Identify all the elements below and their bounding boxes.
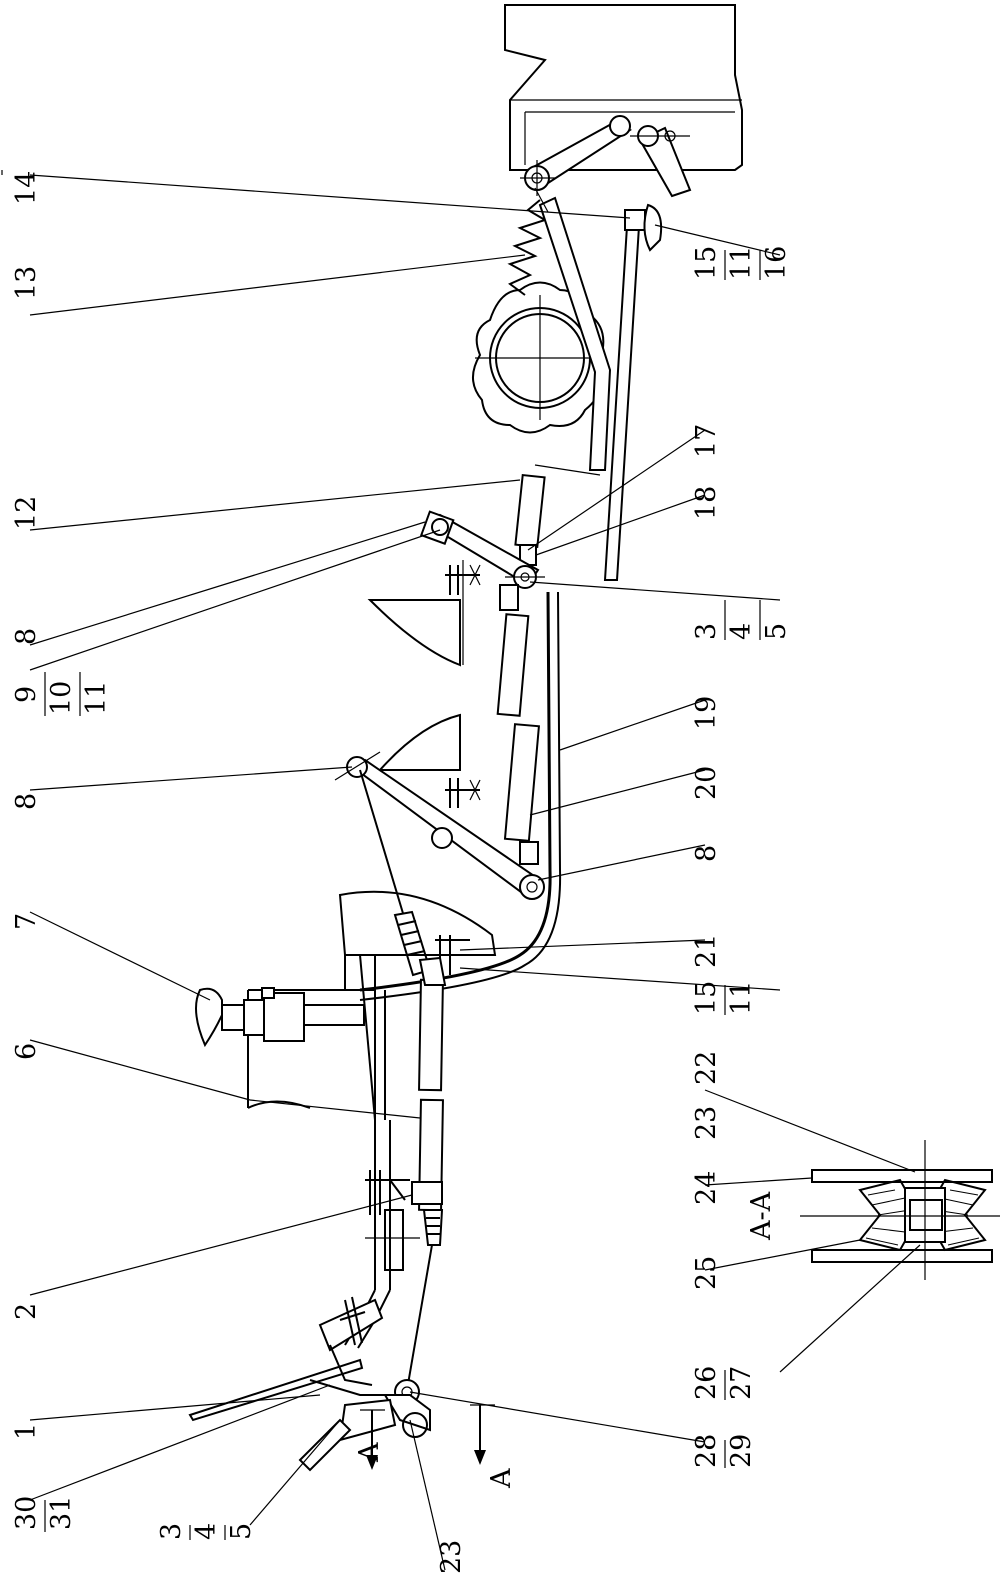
label-15-mid: 15 — [691, 981, 722, 1015]
label-14: 14 — [11, 171, 42, 205]
label-8-upper: 8 — [11, 628, 42, 645]
label-2: 2 — [11, 1303, 42, 1320]
section-arrow-label-1: A — [354, 1442, 385, 1463]
upper-bellcrank — [520, 115, 692, 198]
part-labels: 14 13 12 8 9 10 11 8 7 6 2 1 30 31 3 4 5… — [1, 170, 792, 1574]
label-12: 12 — [11, 496, 42, 530]
rear-rod — [603, 203, 663, 581]
label-26: 26 — [691, 1366, 722, 1400]
label-6: 6 — [11, 1043, 42, 1060]
label-1: 1 — [11, 1423, 42, 1440]
label-11-top: 11 — [726, 246, 757, 280]
label-13: 13 — [11, 266, 42, 300]
label-18: 18 — [691, 486, 722, 520]
upper-pivot-arm — [419, 510, 545, 589]
label-31: 31 — [46, 1496, 77, 1530]
long-lever — [534, 187, 612, 471]
leader-lines — [29, 174, 921, 1571]
body-frame — [504, 4, 743, 171]
upper-bracket — [367, 560, 481, 667]
label-23-front: 23 — [436, 1540, 467, 1574]
label-15-top: 15 — [691, 246, 722, 280]
label-11-mid: 11 — [726, 981, 757, 1015]
section-title: A-A — [746, 1191, 777, 1241]
label-9: 9 — [11, 686, 42, 703]
label-22: 22 — [691, 1051, 722, 1085]
section-aa-detail — [800, 1140, 1000, 1280]
label-4-mid: 4 — [726, 623, 757, 640]
hand-brake-handle — [195, 987, 365, 1048]
cable-lower — [406, 1244, 433, 1391]
label-17: 17 — [691, 424, 722, 458]
label-8-middle: 8 — [11, 793, 42, 810]
pedal-lever — [188, 1296, 385, 1422]
label-27: 27 — [726, 1366, 757, 1400]
label-8-lower: 8 — [691, 845, 722, 862]
label-3-front: 3 — [156, 1523, 187, 1540]
section-arrow-label-2: A — [486, 1468, 517, 1489]
label-29: 29 — [726, 1434, 757, 1468]
label-11-upper: 11 — [81, 681, 112, 715]
label-21: 21 — [691, 934, 722, 968]
label-16: 16 — [761, 246, 792, 280]
label-19: 19 — [691, 696, 722, 730]
section-cut — [360, 1404, 495, 1470]
label-10-upper: 10 — [46, 681, 77, 715]
label-5-mid: 5 — [761, 623, 792, 640]
label-3-mid: 3 — [691, 623, 722, 640]
label-5-front: 5 — [226, 1523, 257, 1540]
label-30: 30 — [11, 1496, 42, 1530]
label-4-front: 4 — [191, 1523, 222, 1540]
front-bracket-2 — [365, 1170, 443, 1215]
label-23-section: 23 — [691, 1106, 722, 1140]
spring-13 — [507, 199, 548, 296]
label-20: 20 — [691, 766, 722, 800]
label-25: 25 — [691, 1256, 722, 1290]
middle-lever — [334, 751, 545, 900]
lower-bracket — [377, 713, 481, 808]
label-28: 28 — [691, 1434, 722, 1468]
label-7: 7 — [11, 913, 42, 930]
label-24: 24 — [691, 1171, 722, 1205]
rod-12 — [514, 464, 601, 566]
telescopic-rod — [496, 584, 541, 865]
